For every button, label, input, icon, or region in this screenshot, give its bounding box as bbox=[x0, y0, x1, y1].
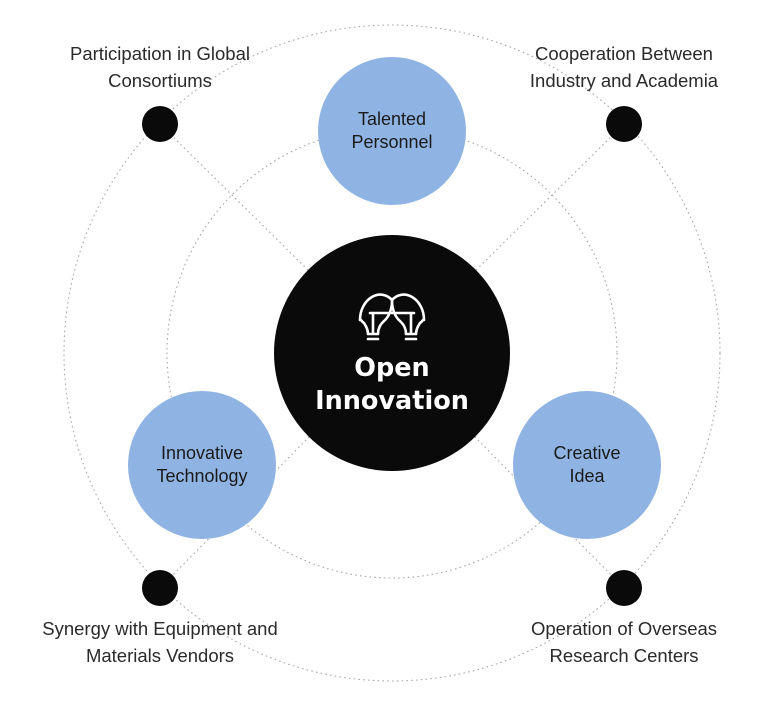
corner-label-bottom-right: Operation of Overseas Research Centers bbox=[530, 618, 718, 666]
connector-top-left bbox=[159, 123, 393, 354]
node-creative-idea bbox=[513, 391, 661, 539]
node-label-creative-idea: Creative Idea bbox=[553, 443, 621, 486]
node-label-innovative-technology: Innovative Technology bbox=[156, 443, 248, 486]
lightbulbs-icon bbox=[358, 293, 426, 341]
corner-label-top-right: Cooperation Between Industry and Academi… bbox=[529, 43, 719, 91]
outer-orbit-ring bbox=[63, 24, 721, 682]
dot-top-right bbox=[606, 106, 642, 142]
inner-orbit-ring bbox=[166, 127, 618, 579]
node-innovative-technology bbox=[128, 391, 276, 539]
dot-bottom-left bbox=[142, 570, 178, 606]
dot-top-left bbox=[142, 106, 178, 142]
node-label-talented-personnel: Talented Personnel bbox=[351, 109, 433, 152]
corner-label-bottom-left: Synergy with Equipment and Materials Ven… bbox=[42, 618, 278, 666]
center-title: Open Innovation bbox=[315, 353, 469, 416]
dot-bottom-right bbox=[606, 570, 642, 606]
node-talented-personnel bbox=[318, 57, 466, 205]
center-core bbox=[274, 235, 510, 471]
connector-top-right bbox=[391, 123, 625, 354]
corner-label-top-left: Participation in Global Consortiums bbox=[70, 43, 250, 91]
